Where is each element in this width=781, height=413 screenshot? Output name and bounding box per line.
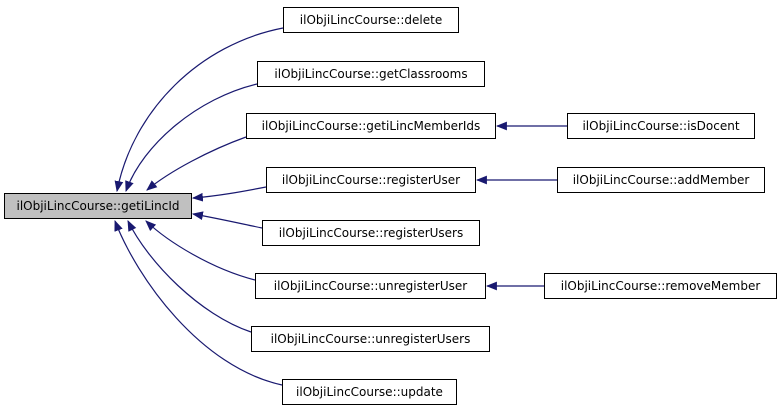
edge-delete-to-getiLincId	[114, 27, 284, 193]
edge-unregisterUsers-to-getiLincId	[127, 220, 252, 333]
node-getClassrooms[interactable]: ilObjiLincCourse::getClassrooms	[257, 61, 485, 87]
edge-registerUser-to-getiLincId	[191, 186, 267, 202]
edge-update-to-getiLincId	[114, 219, 283, 386]
node-registerUser[interactable]: ilObjiLincCourse::registerUser	[266, 167, 476, 193]
node-addMember[interactable]: ilObjiLincCourse::addMember	[557, 167, 765, 193]
edge-unregisterUser-to-getiLincId	[145, 220, 256, 281]
node-getiLincId: ilObjiLincCourse::getiLincId	[4, 193, 192, 219]
edge-getiLincMemberIds-to-getiLincId	[146, 136, 247, 191]
node-isDocent[interactable]: ilObjiLincCourse::isDocent	[567, 113, 755, 139]
edge-registerUsers-to-getiLincId	[191, 211, 263, 229]
node-getiLincMemberIds[interactable]: ilObjiLincCourse::getiLincMemberIds	[246, 113, 496, 139]
node-update[interactable]: ilObjiLincCourse::update	[282, 379, 457, 405]
edge-getClassrooms-to-getiLincId	[125, 83, 258, 193]
node-registerUsers[interactable]: ilObjiLincCourse::registerUsers	[262, 220, 480, 246]
node-delete[interactable]: ilObjiLincCourse::delete	[283, 7, 459, 33]
node-removeMember[interactable]: ilObjiLincCourse::removeMember	[544, 273, 777, 299]
node-unregisterUsers[interactable]: ilObjiLincCourse::unregisterUsers	[251, 326, 490, 352]
node-unregisterUser[interactable]: ilObjiLincCourse::unregisterUser	[255, 273, 486, 299]
